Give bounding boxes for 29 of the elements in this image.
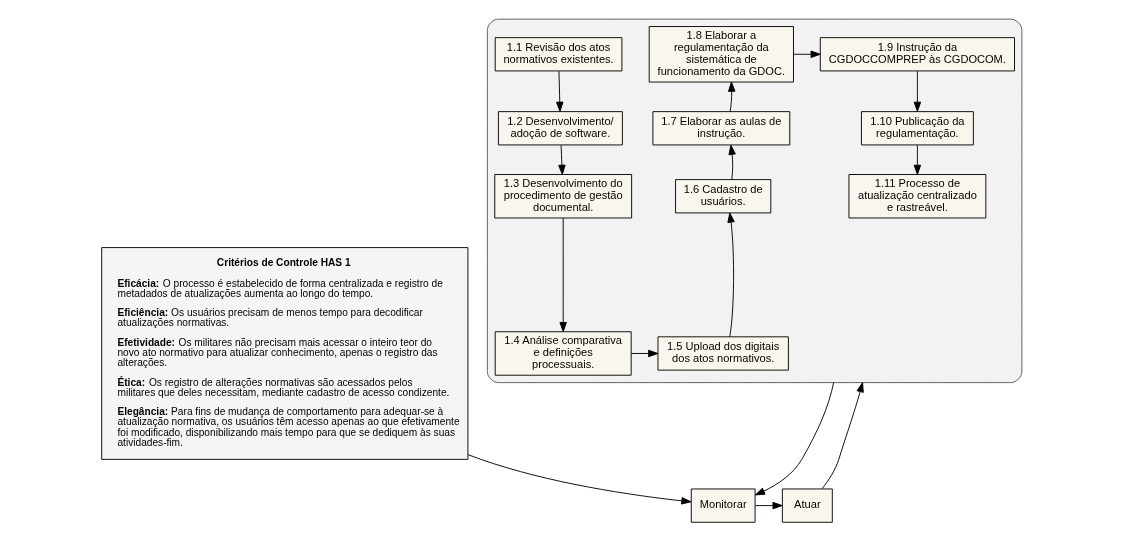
node-box: Critérios de Controle HAS 1 Eficácia: O processo é estabelecido de forma centralizada e registro de metadados de atualizações aumenta ao longo do tempo. Eficiência: Os usuários precisam de menos tempo para decodificar atualizações normativas. Efetividade: Os militares não precisam mais acessar o inteiro teor do novo ato normativo para atualizar conhecimento, apenas o registro das alterações. Ética: Os registro de alterações normativas são acessados pelos militares que deles necessitam, mediante cadastro de acesso condizente. Elegância: Para fins de mudança de comportamento para adequar-se à atualização normativa, os usuários têm acesso apenas ao que efetivamente foi modificado, disponibilizando mais tempo para que se dediquem às suas atividades-fim.: [100, 247, 468, 460]
arrow: [913, 144, 921, 175]
node-box: Atuar: [781, 488, 833, 523]
arrow: [792, 50, 821, 58]
node-box: 1.8 Elaborar a regulamentação da sistemática de funcionamento da GDOC.: [648, 26, 794, 83]
cluster: [486, 18, 1022, 384]
node-box: 1.2 Desenvolvimento/ adoção de software.: [497, 111, 623, 146]
arrow: [467, 454, 691, 505]
node-box: 1.9 Instrução da CGDOCCOMPREP às CGDOCOM.: [819, 37, 1015, 72]
arrow: [557, 144, 566, 175]
arrow: [555, 70, 563, 112]
arrow: [726, 212, 735, 338]
node-box: 1.5 Upload dos digitais dos atos normativos.: [657, 336, 789, 371]
node-box: 1.11 Processo de atualização centralizado e rastreável.: [848, 174, 986, 219]
node-box: 1.4 Análise comparativa e definições processuais.: [494, 331, 632, 376]
node-box: 1.6 Cadastro de usuários.: [674, 179, 771, 214]
arrow: [630, 349, 658, 358]
arrow: [559, 217, 567, 333]
arrow: [727, 81, 735, 113]
node-box: Monitorar: [690, 488, 756, 523]
arrow: [728, 144, 736, 180]
arrow: [913, 70, 921, 112]
arrow: [754, 382, 834, 496]
node-box: 1.10 Publicação da regulamentação.: [860, 111, 974, 146]
node-box: 1.1 Revisão dos atos normativos existentes.: [494, 37, 622, 72]
node-box: 1.3 Desenvolvimento do procedimento de gestão documental.: [493, 174, 632, 219]
arrow: [821, 382, 864, 490]
arrow: [754, 501, 783, 510]
node-box: 1.7 Elaborar as aulas de instrução.: [651, 111, 790, 146]
